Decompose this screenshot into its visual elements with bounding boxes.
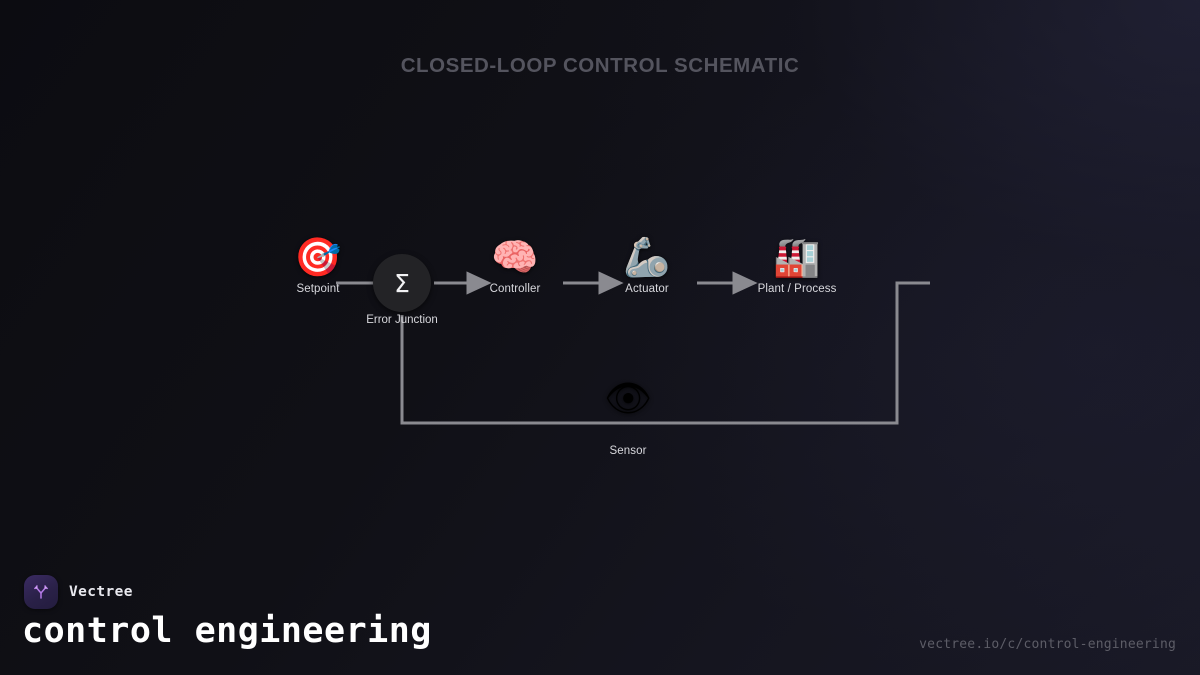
node-actuator[interactable]: 🦾 Actuator [582,234,712,295]
node-sensor-label: Sensor [609,445,647,457]
node-error-junction[interactable]: Σ [373,254,431,312]
node-setpoint[interactable]: 🎯 Setpoint [253,234,383,295]
footer-url: vectree.io/c/control-engineering [919,637,1176,652]
node-controller[interactable]: 🧠 Controller [450,234,580,295]
logo-glyph [34,585,48,599]
headline: control engineering [22,611,432,651]
factory-icon: 🏭 [773,235,821,279]
mechanical-arm-icon: 🦾 [623,235,671,279]
page-title: CLOSED-LOOP CONTROL SCHEMATIC [400,54,800,77]
node-error-junction-label: Error Junction [366,314,438,326]
footer: Vectree control engineering vectree.io/c… [0,557,1200,675]
brand-name: Vectree [69,584,133,600]
sigma-icon: Σ [394,268,410,298]
node-plant-process-label: Plant / Process [757,283,837,295]
brain-icon: 🧠 [491,235,539,279]
vectree-tree-logo-icon [24,575,58,609]
target-icon: 🎯 [294,235,342,279]
node-sensor[interactable]: 👁 Sensor [563,375,693,457]
node-actuator-label: Actuator [625,283,669,295]
node-setpoint-label: Setpoint [296,283,340,295]
node-controller-label: Controller [489,283,541,295]
node-plant-process[interactable]: 🏭 Plant / Process [732,234,862,295]
brand-row[interactable]: Vectree [24,575,133,609]
eye-icon: 👁 [603,376,653,420]
